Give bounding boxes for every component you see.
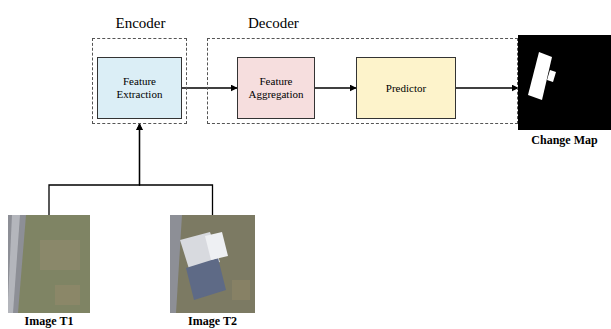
box-label: Feature Extraction — [102, 75, 177, 101]
flow-arrow — [49, 124, 140, 215]
process-box: Feature Extraction — [97, 57, 182, 119]
flow-arrow — [182, 87, 237, 88]
module-group: EncoderFeature Extraction — [92, 38, 187, 124]
box-label: Feature Aggregation — [242, 75, 310, 101]
image-label: Image T2 — [170, 315, 255, 328]
flow-arrow — [315, 87, 356, 88]
module-group: DecoderFeature AggregationPredictor — [207, 38, 518, 124]
change-map-image — [518, 35, 611, 130]
process-box: Predictor — [356, 57, 456, 119]
input-image: Image T1 — [8, 215, 90, 328]
group-heading: Decoder — [248, 14, 299, 32]
group-heading: Encoder — [116, 14, 166, 32]
process-box: Feature Aggregation — [237, 57, 315, 119]
photo-t1 — [8, 215, 90, 313]
output-image: Change Map — [518, 35, 611, 147]
input-image: Image T2 — [170, 215, 255, 328]
image-label: Change Map — [518, 134, 611, 147]
flow-arrow — [456, 87, 518, 88]
image-label: Image T1 — [8, 315, 90, 328]
box-label: Predictor — [386, 82, 426, 95]
flow-arrow — [140, 124, 213, 215]
photo-t2 — [170, 215, 255, 313]
